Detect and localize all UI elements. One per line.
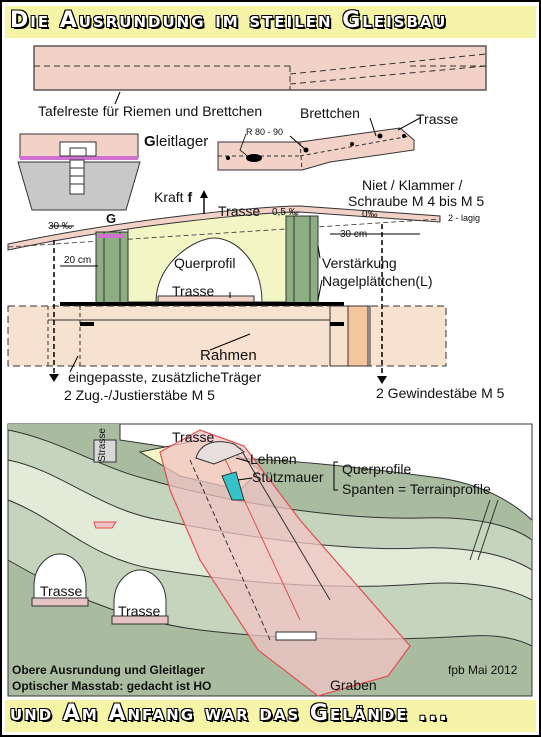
leader-trasse-top: [397, 117, 421, 131]
label-cm-20: 20 cm: [64, 255, 92, 266]
label-eingepasste: eingepasste, zusätzlicheTräger: [68, 369, 262, 385]
label-querprofile: Querprofile: [342, 461, 412, 477]
label-trasse-block: Trasse: [172, 283, 215, 299]
label-schraube: Schraube M 4 bis M 5: [348, 193, 485, 209]
leader-stuetzmauer: [237, 477, 253, 481]
caption-line-1: Obere Ausrundung und Gleitlager: [12, 663, 205, 677]
leader-nagel: [317, 279, 323, 301]
label-cm-30: 30 cm: [340, 229, 368, 240]
gleitlager-detail: [17, 133, 141, 211]
title-band: [5, 6, 536, 38]
leader-tafelreste: [114, 91, 121, 105]
tafelreste-plank: [33, 45, 487, 91]
querprofile-bracket: [333, 461, 338, 491]
label-strasse: Strasse: [97, 428, 108, 462]
label-zug: 2 Zug.-/Justierstäbe M 5: [64, 387, 215, 403]
leader-rahmen: [209, 333, 251, 351]
label-tafelreste: Tafelreste für Riemen und Brettchen: [38, 103, 263, 119]
terrain-section: [7, 423, 533, 697]
label-stuetzmauer: Stützmauer: [252, 469, 324, 485]
label-spanten: Spanten = Terrainprofile: [342, 481, 491, 497]
label-trasse-terrain: Trasse: [172, 429, 215, 445]
leader-verstaerkung: [317, 245, 321, 259]
label-graben: Graben: [330, 677, 377, 693]
label-percent-0: 0‰: [362, 209, 378, 220]
label-gleitlager-rest: leitlager: [155, 133, 209, 150]
label-gleitlager: Gleitlager: [144, 134, 208, 149]
label-percent-30: 30 ‰: [48, 221, 72, 232]
label-querprofil: Querprofil: [174, 255, 236, 271]
label-kraft: Kraft f: [154, 190, 192, 204]
label-rahmen: Rahmen: [200, 347, 257, 364]
label-lehnen: Lehnen: [250, 451, 297, 467]
label-gewinde: 2 Gewindestäbe M 5: [376, 385, 505, 401]
page-title: Die Ausrundung im steilen Gleisbau: [10, 8, 448, 33]
page-subtitle: und Am Anfang war das Gelände ...: [10, 701, 450, 726]
label-radius: R 80 - 90: [246, 127, 284, 137]
label-g-marker: G: [106, 211, 117, 226]
caption-line-2: Optischer Masstab: gedacht ist HO: [12, 679, 212, 693]
label-percent-05: 0,5 ‰: [272, 207, 299, 218]
label-verstaerkung: Verstärkung: [322, 255, 397, 271]
label-gleitlager-g: G: [144, 133, 156, 150]
label-trasse-top: Trasse: [416, 111, 459, 127]
leader-brettchen: [369, 117, 377, 137]
label-trasse-mid: Trasse: [218, 203, 261, 219]
leader-lehnen: [235, 457, 251, 463]
signature: fpb Mai 2012: [448, 663, 518, 677]
label-zweilagig: 2 - lagig: [448, 213, 481, 223]
label-tunnel-1: Trasse: [40, 583, 83, 599]
label-niet: Niet / Klammer /: [362, 177, 463, 193]
label-kraft-f: f: [187, 189, 193, 205]
label-kraft-text: Kraft: [154, 189, 184, 205]
label-brettchen: Brettchen: [300, 105, 360, 121]
bottom-band: [5, 700, 536, 732]
track-cross-section: [7, 190, 447, 384]
label-nagelplaettchen: Nagelplättchen(L): [322, 273, 433, 289]
leader-eingepasste: [69, 355, 79, 373]
brettchen-detail: [217, 127, 415, 171]
label-tunnel-2: Trasse: [118, 603, 161, 619]
